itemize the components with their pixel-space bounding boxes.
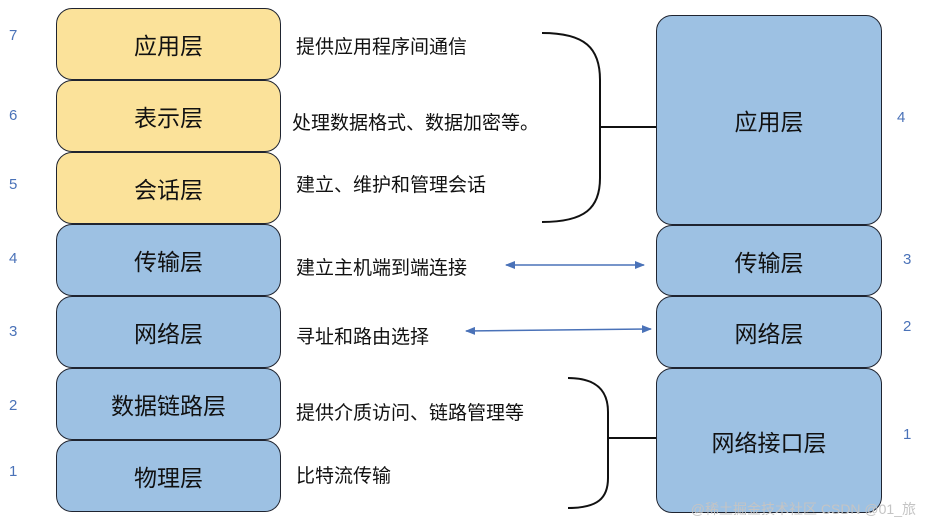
tcpip-application-layer: 应用层 — [656, 15, 882, 225]
tcpip-network-interface-layer: 网络接口层 — [656, 368, 882, 513]
osi-layer-number-7: 7 — [9, 27, 18, 44]
osi-application-layer: 应用层 — [56, 8, 281, 80]
desc-physical: 比特流传输 — [296, 465, 392, 487]
osi-presentation-layer: 表示层 — [56, 80, 281, 152]
upper-bracket — [541, 32, 601, 223]
tcpip-layer-number-4: 4 — [897, 109, 906, 126]
desc-application: 提供应用程序间通信 — [296, 36, 468, 58]
osi-layer-number-2: 2 — [9, 397, 18, 414]
desc-network: 寻址和路由选择 — [296, 326, 430, 348]
osi-transport-layer: 传输层 — [56, 224, 281, 296]
osi-layer-number-3: 3 — [9, 323, 18, 340]
osi-data-link-layer: 数据链路层 — [56, 368, 281, 440]
tcpip-transport-layer: 传输层 — [656, 225, 882, 296]
desc-transport: 建立主机端到端连接 — [296, 257, 468, 279]
lower-bracket — [567, 377, 609, 509]
osi-layer-number-4: 4 — [9, 250, 18, 267]
desc-presentation: 处理数据格式、数据加密等。 — [292, 112, 540, 134]
tcpip-network-layer: 网络层 — [656, 296, 882, 368]
osi-layer-number-1: 1 — [9, 463, 18, 480]
osi-layer-number-6: 6 — [9, 107, 18, 124]
desc-session: 建立、维护和管理会话 — [296, 174, 487, 196]
osi-session-layer: 会话层 — [56, 152, 281, 224]
tcpip-layer-number-3: 3 — [903, 251, 912, 268]
tcpip-layer-number-2: 2 — [903, 318, 912, 335]
tcpip-layer-number-1: 1 — [903, 426, 912, 443]
watermark: @稀土掘金技术社区 CSDN @01_旅 — [690, 501, 916, 517]
osi-layer-number-5: 5 — [9, 176, 18, 193]
osi-network-layer: 网络层 — [56, 296, 281, 368]
desc-data-link: 提供介质访问、链路管理等 — [296, 402, 525, 424]
osi-physical-layer: 物理层 — [56, 440, 281, 512]
network-arrow — [465, 325, 652, 335]
